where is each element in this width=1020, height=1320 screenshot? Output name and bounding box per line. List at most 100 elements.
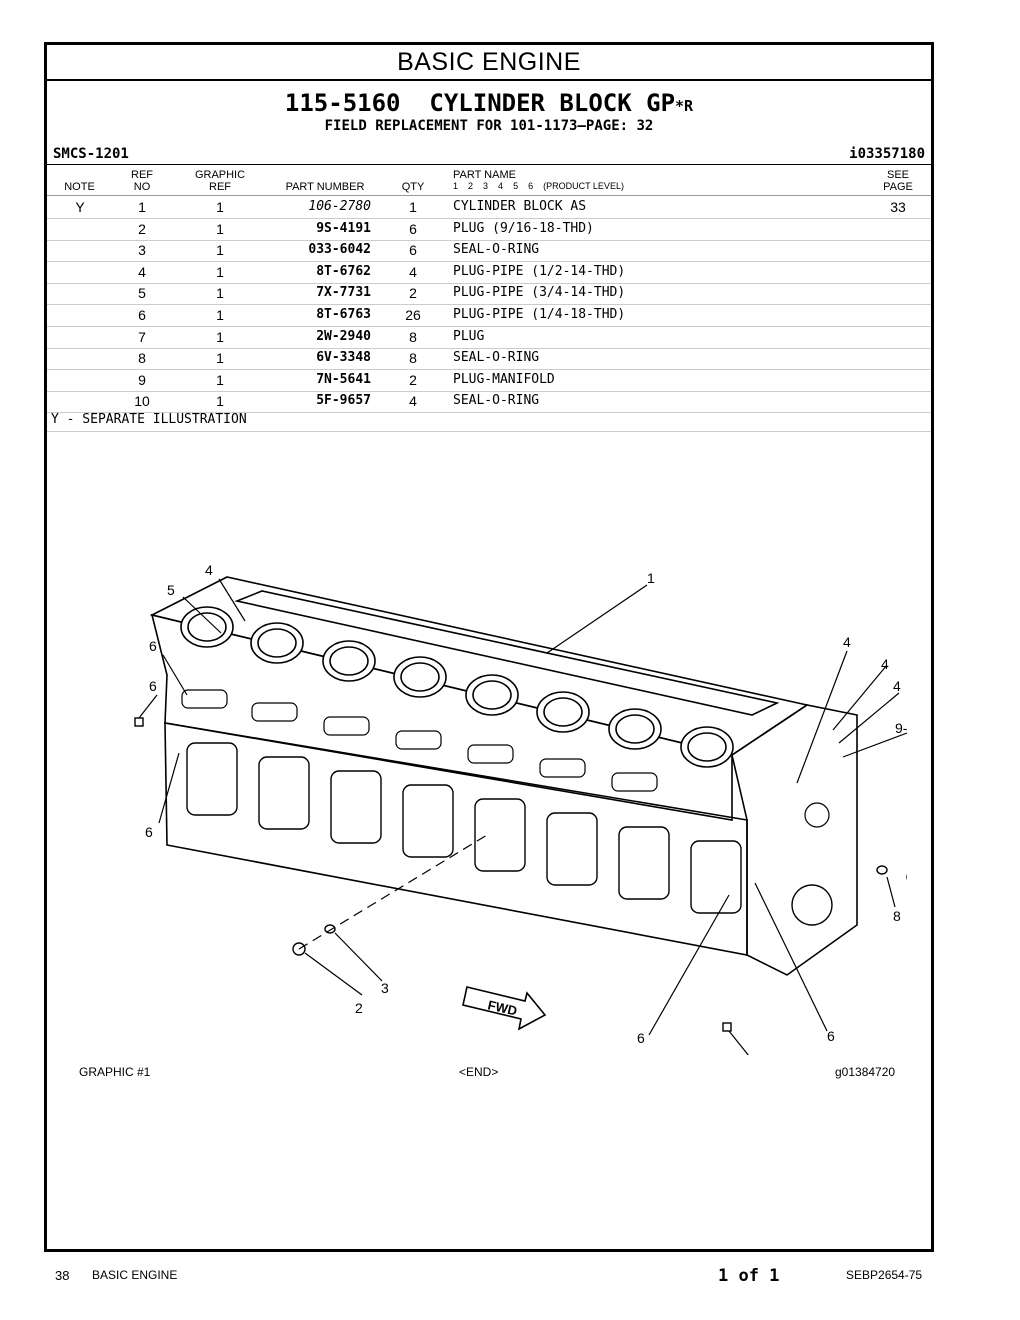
part-name-cell: PLUG <box>453 328 485 344</box>
footer-section: BASIC ENGINE <box>92 1268 178 1282</box>
assembly-line <box>298 834 488 950</box>
ref-no-cell: 7 <box>138 328 146 345</box>
table-row: 7 1 2W-2940 8 PLUG <box>47 327 931 349</box>
footer-page-of: 1 of 1 <box>718 1266 780 1286</box>
table-row: 2 1 9S-4191 6 PLUG (9/16-18-THD) <box>47 219 931 241</box>
part-number-cell: 106-2780 <box>308 199 371 214</box>
qty-cell: 8 <box>409 328 417 345</box>
section-title: BASIC ENGINE <box>47 45 931 81</box>
part-name-cell: PLUG-MANIFOLD <box>453 371 555 387</box>
graphic-ref-cell: 1 <box>216 328 224 345</box>
header-note: NOTE <box>64 181 95 193</box>
graphic-ref-cell: 1 <box>216 393 224 410</box>
ref-no-cell: 3 <box>138 242 146 259</box>
callout-4-right-a: 4 <box>843 634 851 650</box>
qty-cell: 6 <box>409 242 417 259</box>
group-title: 115-5160 CYLINDER BLOCK GP*R <box>47 89 931 120</box>
part-number-cell: 6V-3348 <box>316 350 371 366</box>
rear-port <box>804 802 830 828</box>
part-name-cell: PLUG (9/16-18-THD) <box>453 220 594 236</box>
qty-cell: 2 <box>409 371 417 388</box>
ref-no-cell: 8 <box>138 350 146 367</box>
callout-6-e: 6 <box>827 1028 835 1044</box>
callout-4-top: 4 <box>205 562 213 578</box>
ref-no-cell: 1 <box>138 199 146 215</box>
callout-6-d: 6 <box>637 1030 645 1046</box>
smcs-code: SMCS-1201 <box>53 146 129 162</box>
crankcase-windows <box>186 742 742 914</box>
footer-doc-id: SEBP2654-75 <box>846 1268 923 1282</box>
end-label: <END> <box>459 1065 499 1079</box>
part-number-cell: 8T-6762 <box>316 263 371 279</box>
graphic-ref-cell: 1 <box>216 371 224 388</box>
part-number-cell: 8T-6763 <box>316 307 371 322</box>
part-name-cell: PLUG-PIPE (3/4-14-THD) <box>453 285 626 301</box>
callout-8: 8 <box>893 908 901 924</box>
seal-o-ring-033-6042 <box>324 924 336 934</box>
table-header-rule <box>47 195 931 196</box>
part-number-cell: 9S-4191 <box>316 220 371 236</box>
cylinder-block-illustration: FWD 1 2 3 4 4 <box>134 562 907 1055</box>
graphic-label: GRAPHIC #1 <box>79 1065 151 1079</box>
part-name-cell: SEAL-O-RING <box>453 350 540 366</box>
part-number-cell: 7N-5641 <box>316 371 371 387</box>
graphic-ref-cell: 1 <box>216 263 224 280</box>
ref-no-cell: 10 <box>134 393 150 410</box>
block-side-lower <box>164 722 748 956</box>
header-qty: QTY <box>401 181 425 193</box>
group-suffix: *R <box>675 97 694 115</box>
graphic-ref-cell: 1 <box>216 242 224 259</box>
callout-4-right-b: 4 <box>881 656 889 672</box>
header-rule <box>47 164 931 165</box>
qty-cell: 6 <box>409 220 417 237</box>
part-name-cell: PLUG-PIPE (1/2-14-THD) <box>453 263 626 279</box>
graphic-ref-cell: 1 <box>216 220 224 237</box>
cylinder-bores <box>180 606 734 768</box>
graphic-ref-cell: 1 <box>216 350 224 367</box>
callout-9-10: 9-10 <box>895 720 907 736</box>
footer-page-number: 38 <box>55 1268 70 1283</box>
qty-cell: 4 <box>409 393 417 410</box>
page-frame: BASIC ENGINE 115-5160 CYLINDER BLOCK GP*… <box>44 42 934 1252</box>
callout-6-a: 6 <box>149 638 157 654</box>
group-number: 115-5160 <box>284 89 401 117</box>
ref-no-cell: 5 <box>138 285 146 302</box>
illustration-id: i03357180 <box>849 146 925 162</box>
header-part-name: PART NAME <box>453 169 516 181</box>
part-name-cell: SEAL-O-RING <box>453 242 540 258</box>
qty-cell: 2 <box>409 285 417 302</box>
graphic-ref-cell: 1 <box>216 285 224 302</box>
group-name: CYLINDER BLOCK GP <box>429 89 676 117</box>
qty-cell: 1 <box>409 199 417 215</box>
part-number-cell: 2W-2940 <box>316 328 371 344</box>
seal-o-ring-6v3348 <box>876 865 888 875</box>
footnote: Y - SEPARATE ILLUSTRATION <box>51 412 247 427</box>
pipe-plug-bottom <box>722 1022 732 1032</box>
callout-6-c: 6 <box>145 824 153 840</box>
qty-cell: 26 <box>405 307 421 323</box>
footnote-rule <box>47 431 931 432</box>
fwd-arrow-label: FWD <box>486 997 518 1018</box>
callout-5: 5 <box>167 582 175 598</box>
ref-no-cell: 2 <box>138 220 146 237</box>
leader-lines <box>138 578 907 1055</box>
fwd-arrow: FWD <box>462 986 547 1031</box>
callout-4-right-c: 4 <box>893 678 901 694</box>
rear-bore <box>791 884 833 926</box>
pipe-plug-left <box>134 717 144 727</box>
ref-no-cell: 6 <box>138 307 146 323</box>
callout-6-b: 6 <box>149 678 157 694</box>
graphic-ref-cell: 1 <box>216 307 224 323</box>
ref-no-cell: 4 <box>138 263 146 280</box>
group-subtitle: FIELD REPLACEMENT FOR 101-1173—PAGE: 32 <box>324 118 654 134</box>
